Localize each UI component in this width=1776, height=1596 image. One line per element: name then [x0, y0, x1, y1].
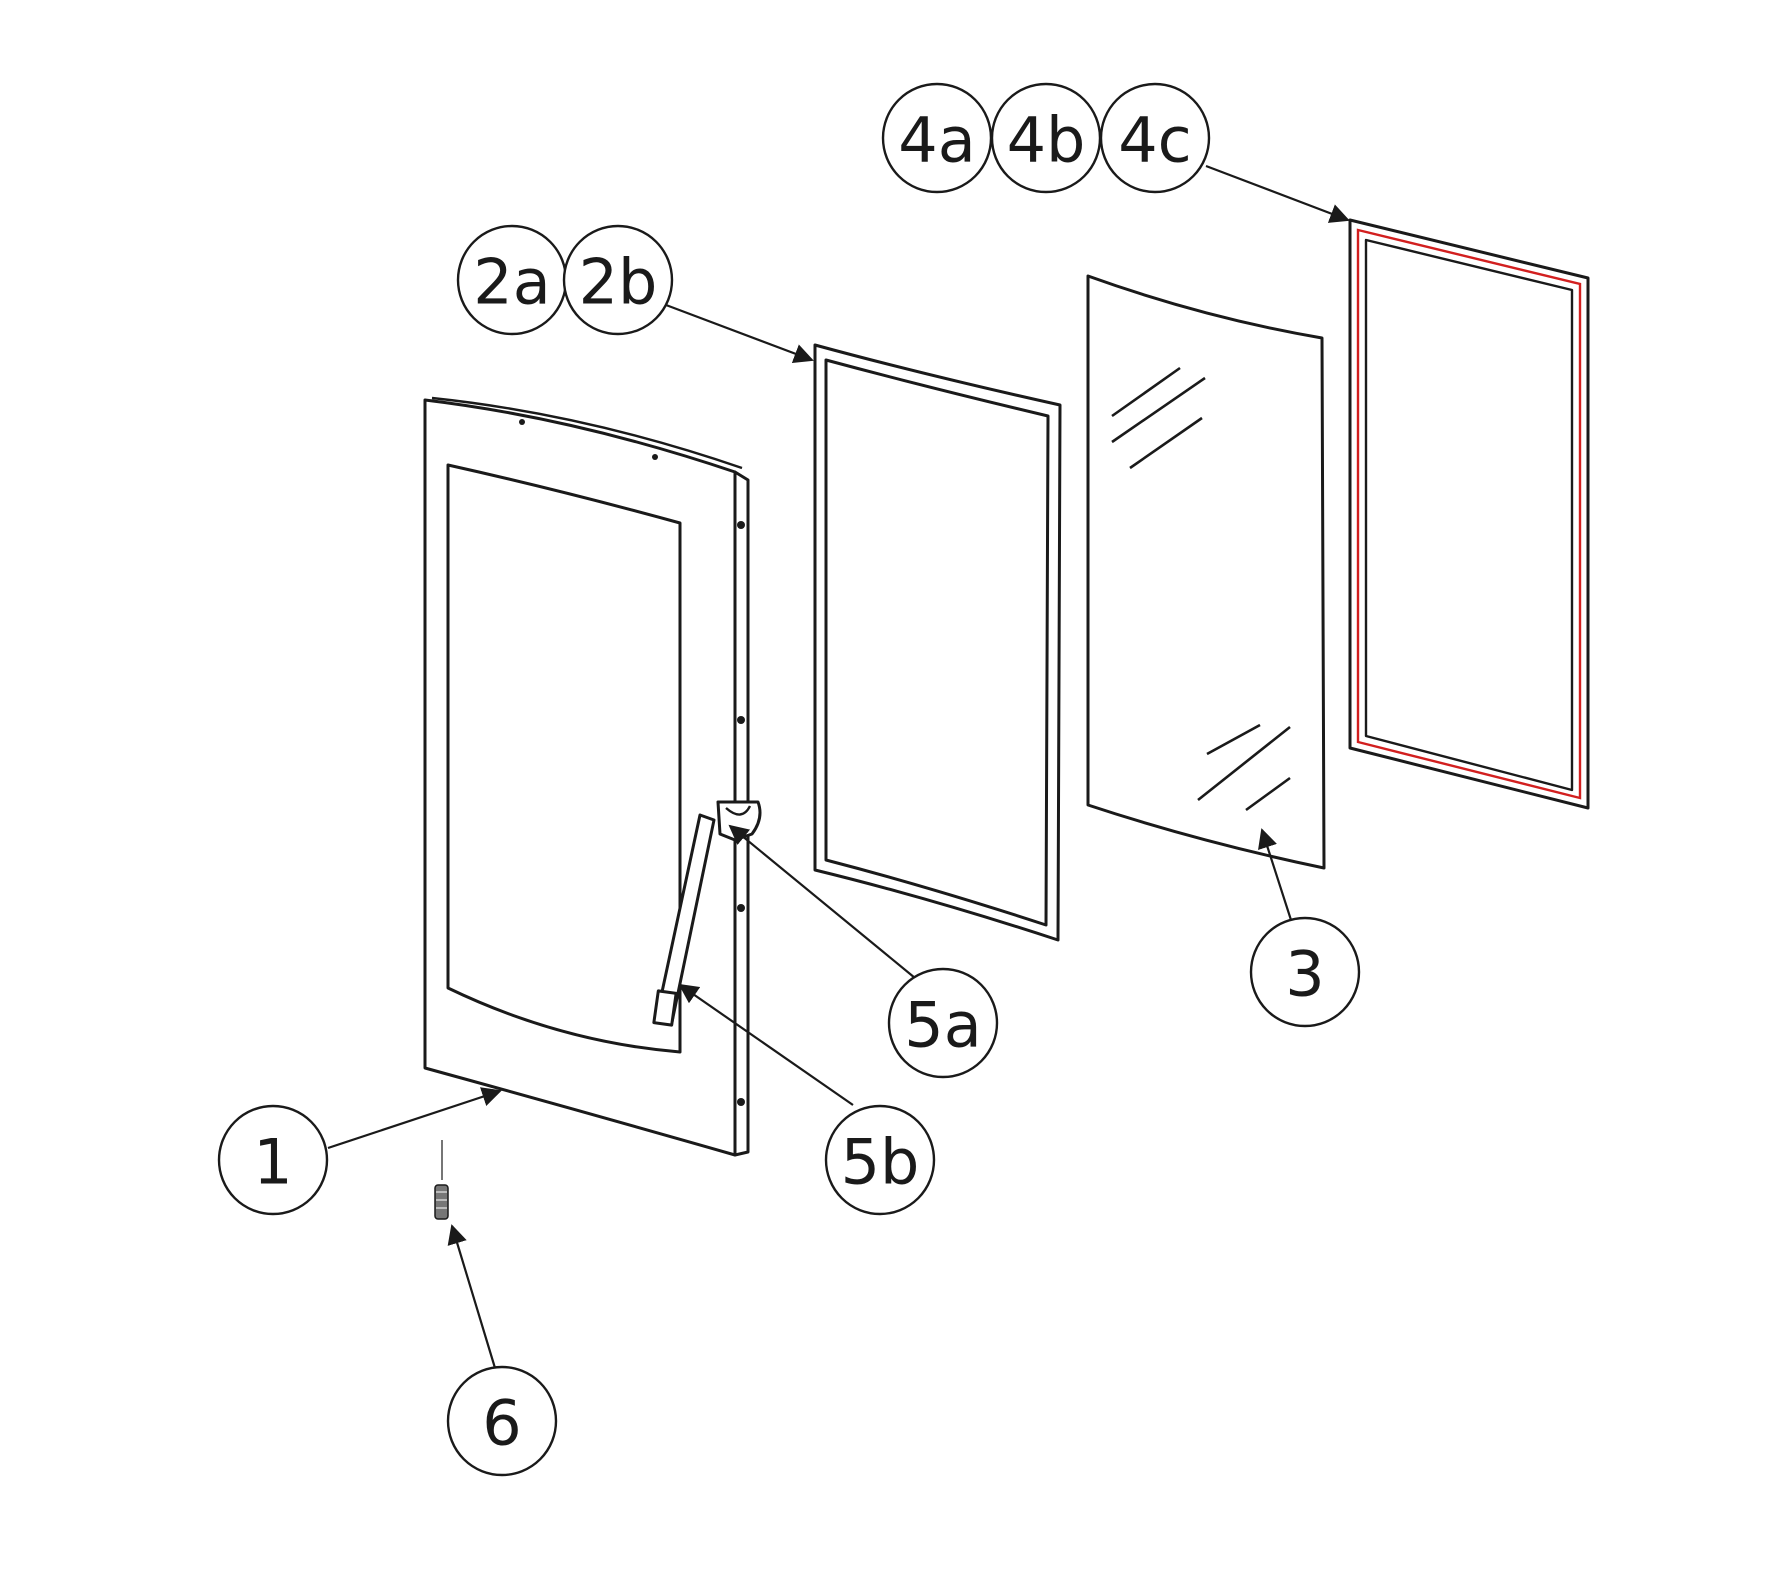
callout-4a: 4a	[881, 82, 993, 194]
callout-2b: 2b	[562, 224, 674, 336]
leader-5a	[728, 824, 916, 979]
callout-label: 3	[1285, 938, 1324, 1011]
leader-lines	[327, 164, 1350, 1369]
callout-2a: 2a	[456, 224, 568, 336]
callout-5a: 5a	[887, 967, 999, 1079]
callout-label: 1	[253, 1126, 292, 1199]
leader-3	[1258, 828, 1293, 921]
callout-label: 5b	[841, 1126, 920, 1199]
callout-label: 2a	[473, 246, 550, 319]
callout-label: 4b	[1007, 104, 1086, 177]
callout-label: 2b	[579, 246, 658, 319]
callout-4c: 4c	[1099, 82, 1211, 194]
leader-6	[447, 1224, 497, 1369]
callout-3: 3	[1249, 916, 1361, 1028]
part-2-door-seal	[813, 343, 1062, 942]
callout-label: 4c	[1118, 104, 1192, 177]
part-3-glass	[1086, 274, 1326, 870]
leader-5b	[678, 983, 854, 1106]
leader-1	[327, 1087, 502, 1150]
part-1-door-frame	[423, 396, 750, 1157]
callout-4b: 4b	[990, 82, 1102, 194]
part-6-pin	[434, 1140, 449, 1220]
leader-4	[1205, 164, 1350, 223]
leader-2	[665, 303, 814, 363]
callout-label: 6	[482, 1387, 521, 1460]
callout-6: 6	[446, 1365, 558, 1477]
callout-5b: 5b	[824, 1104, 936, 1216]
callout-label: 4a	[898, 104, 975, 177]
callout-1: 1	[217, 1104, 329, 1216]
callout-label: 5a	[904, 989, 981, 1062]
part-4-glass-seal	[1348, 218, 1590, 810]
